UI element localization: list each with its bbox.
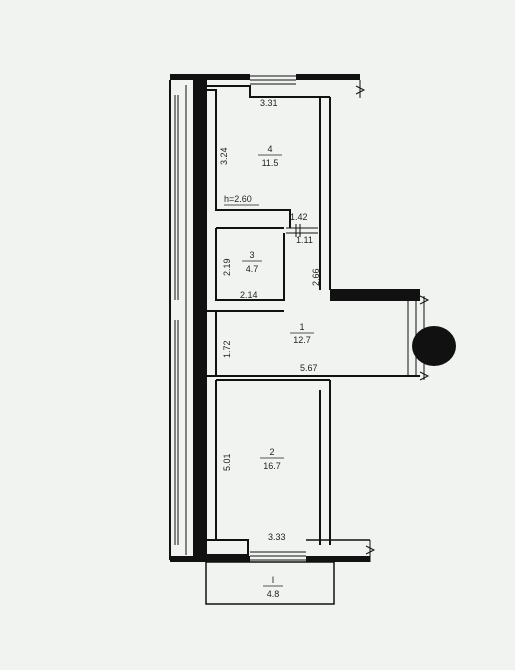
room-2-walls <box>206 380 331 556</box>
corner-blot <box>412 326 456 366</box>
west-wall-windows <box>174 85 187 555</box>
room-area: 11.5 <box>262 158 279 168</box>
room-label-1: 1 12.7 <box>290 322 314 345</box>
room-label-balcony: I 4.8 <box>263 575 283 599</box>
south-wall <box>170 539 376 562</box>
room-number: 1 <box>299 322 304 332</box>
room-area: 4.7 <box>246 264 259 274</box>
dim-room2-height: 5.01 <box>222 453 232 471</box>
room-area: 4.8 <box>267 589 280 599</box>
room-area: 12.7 <box>293 335 311 345</box>
dim-door-width: 1.42 <box>290 212 308 222</box>
dim-corridor-right: 2.66 <box>311 268 321 286</box>
dim-room2-top: 5.67 <box>300 363 318 373</box>
balcony-slab <box>330 290 420 300</box>
ceiling-height: h=2.60 <box>224 194 252 204</box>
room-3-door <box>286 224 318 237</box>
north-wall <box>170 74 366 98</box>
dim-room4-width: 3.31 <box>260 98 278 108</box>
dim-passage-width: 1.11 <box>296 235 313 245</box>
room-label-3: 3 4.7 <box>242 250 262 274</box>
room-number: 2 <box>269 447 274 457</box>
dim-corridor-left: 1.72 <box>222 340 232 358</box>
room-3-walls <box>215 227 285 312</box>
room-number: I <box>272 575 275 585</box>
room-area: 16.7 <box>263 461 281 471</box>
dim-room3-width: 2.14 <box>240 290 258 300</box>
room-number: 3 <box>249 250 254 260</box>
dim-room2-width: 3.33 <box>268 532 286 542</box>
room-label-4: 4 11.5 <box>258 144 282 168</box>
balcony <box>205 561 335 605</box>
room-4-walls <box>205 80 331 290</box>
dim-room3-height: 2.19 <box>222 258 232 276</box>
room-label-2: 2 16.7 <box>260 447 284 471</box>
dim-room4-height: 3.24 <box>219 147 229 165</box>
west-wall-fill <box>193 80 206 560</box>
room-number: 4 <box>267 144 272 154</box>
